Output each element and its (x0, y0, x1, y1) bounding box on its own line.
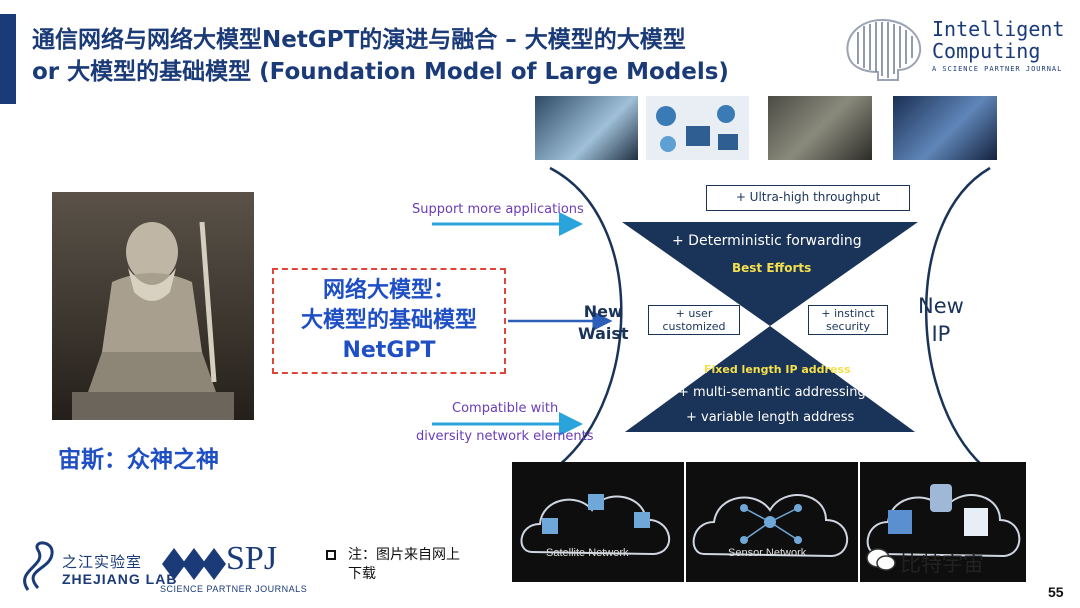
netgpt-box-line2: 大模型的基础模型 (300, 308, 477, 333)
document-icon (964, 508, 988, 536)
left-curve (549, 166, 623, 474)
new-waist-label: New Waist (578, 302, 629, 343)
ultra-high-throughput-box: + Ultra-high throughput (706, 185, 910, 211)
support-more-applications: Support more applications (412, 202, 584, 217)
note-bullet-icon (326, 550, 336, 560)
brand-name-line2: Computing (932, 39, 1041, 63)
instinct-security-box: + instinct security (808, 305, 888, 335)
note-line2: 下载 (348, 566, 376, 582)
upper-triangle (622, 222, 918, 326)
zeus-caption: 宙斯：众神之神 (58, 447, 219, 473)
compatible-with: Compatible with (452, 401, 559, 416)
sensor-network-icon (692, 494, 848, 558)
right-curve (925, 166, 991, 473)
diversity-network-elements: diversity network elements (416, 429, 594, 444)
chip-icon (888, 510, 912, 534)
satellite-network-label: Satellite Network (546, 547, 629, 559)
journal-brand: Intelligent Computing A SCIENCE PARTNER … (932, 18, 1064, 73)
application-photo-industry (646, 96, 749, 160)
zhejiang-lab-logo-icon (23, 541, 54, 591)
zeus-statue-image (52, 192, 254, 420)
satellite-network-panel: Satellite Network (512, 462, 684, 582)
lower-triangle (625, 326, 915, 432)
brand-name-line1: Intelligent (932, 17, 1065, 41)
computing-network-panel (860, 462, 1026, 582)
deterministic-forwarding: + Deterministic forwarding (672, 233, 862, 249)
zhejiang-lab-cn: 之江实验室 (62, 553, 143, 571)
application-photo-surgery (893, 96, 997, 160)
spj-subtitle: SCIENCE PARTNER JOURNALS (160, 584, 308, 594)
hourglass-diagram (432, 166, 991, 474)
page-title-line2: or 大模型的基础模型 (Foundation Model of Large M… (32, 59, 729, 85)
netgpt-box-line3: NetGPT (342, 338, 436, 363)
page-number: 55 (1048, 584, 1064, 600)
image-source-note: 注：图片来自网上 下载 (326, 546, 460, 584)
spj-mark-icon (162, 548, 226, 580)
statue-figure-icon (72, 221, 234, 420)
title-accent-bar (0, 14, 16, 104)
new-ip-label: New IP (918, 294, 964, 346)
application-photo-vehicle (768, 96, 872, 160)
netgpt-definition-box: 网络大模型： 大模型的基础模型 NetGPT (272, 268, 506, 374)
sensor-network-panel: Sensor Network (686, 462, 858, 582)
page-title-line1: 通信网络与网络大模型NetGPT的演进与融合 – 大模型的大模型 (32, 27, 686, 53)
fixed-length-ip-address: Fixed length IP address (704, 363, 851, 376)
multi-semantic-addressing: + multi-semantic addressing (678, 385, 866, 400)
industry-icons (656, 105, 738, 152)
zhejiang-lab-en: ZHEJIANG LAB (62, 571, 178, 587)
brain-logo-icon (846, 18, 922, 81)
netgpt-box-line1: 网络大模型： (322, 278, 455, 303)
best-efforts: Best Efforts (732, 261, 812, 275)
brand-tagline: A SCIENCE PARTNER JOURNAL (932, 65, 1063, 73)
database-icon (930, 484, 952, 512)
variable-length-address: + variable length address (686, 410, 855, 425)
wechat-icon (866, 548, 896, 571)
application-photo-meeting (535, 96, 638, 160)
user-customized-box: + user customized (648, 305, 740, 335)
satellite-cloud-icon (520, 494, 671, 556)
note-line1: 注：图片来自网上 (348, 547, 460, 563)
spj-logo-text: SPJ (226, 540, 278, 577)
wechat-account-watermark: 比特宇宙 (900, 552, 984, 576)
computing-cloud-icon (866, 484, 1021, 558)
sensor-network-label: Sensor Network (728, 547, 807, 559)
